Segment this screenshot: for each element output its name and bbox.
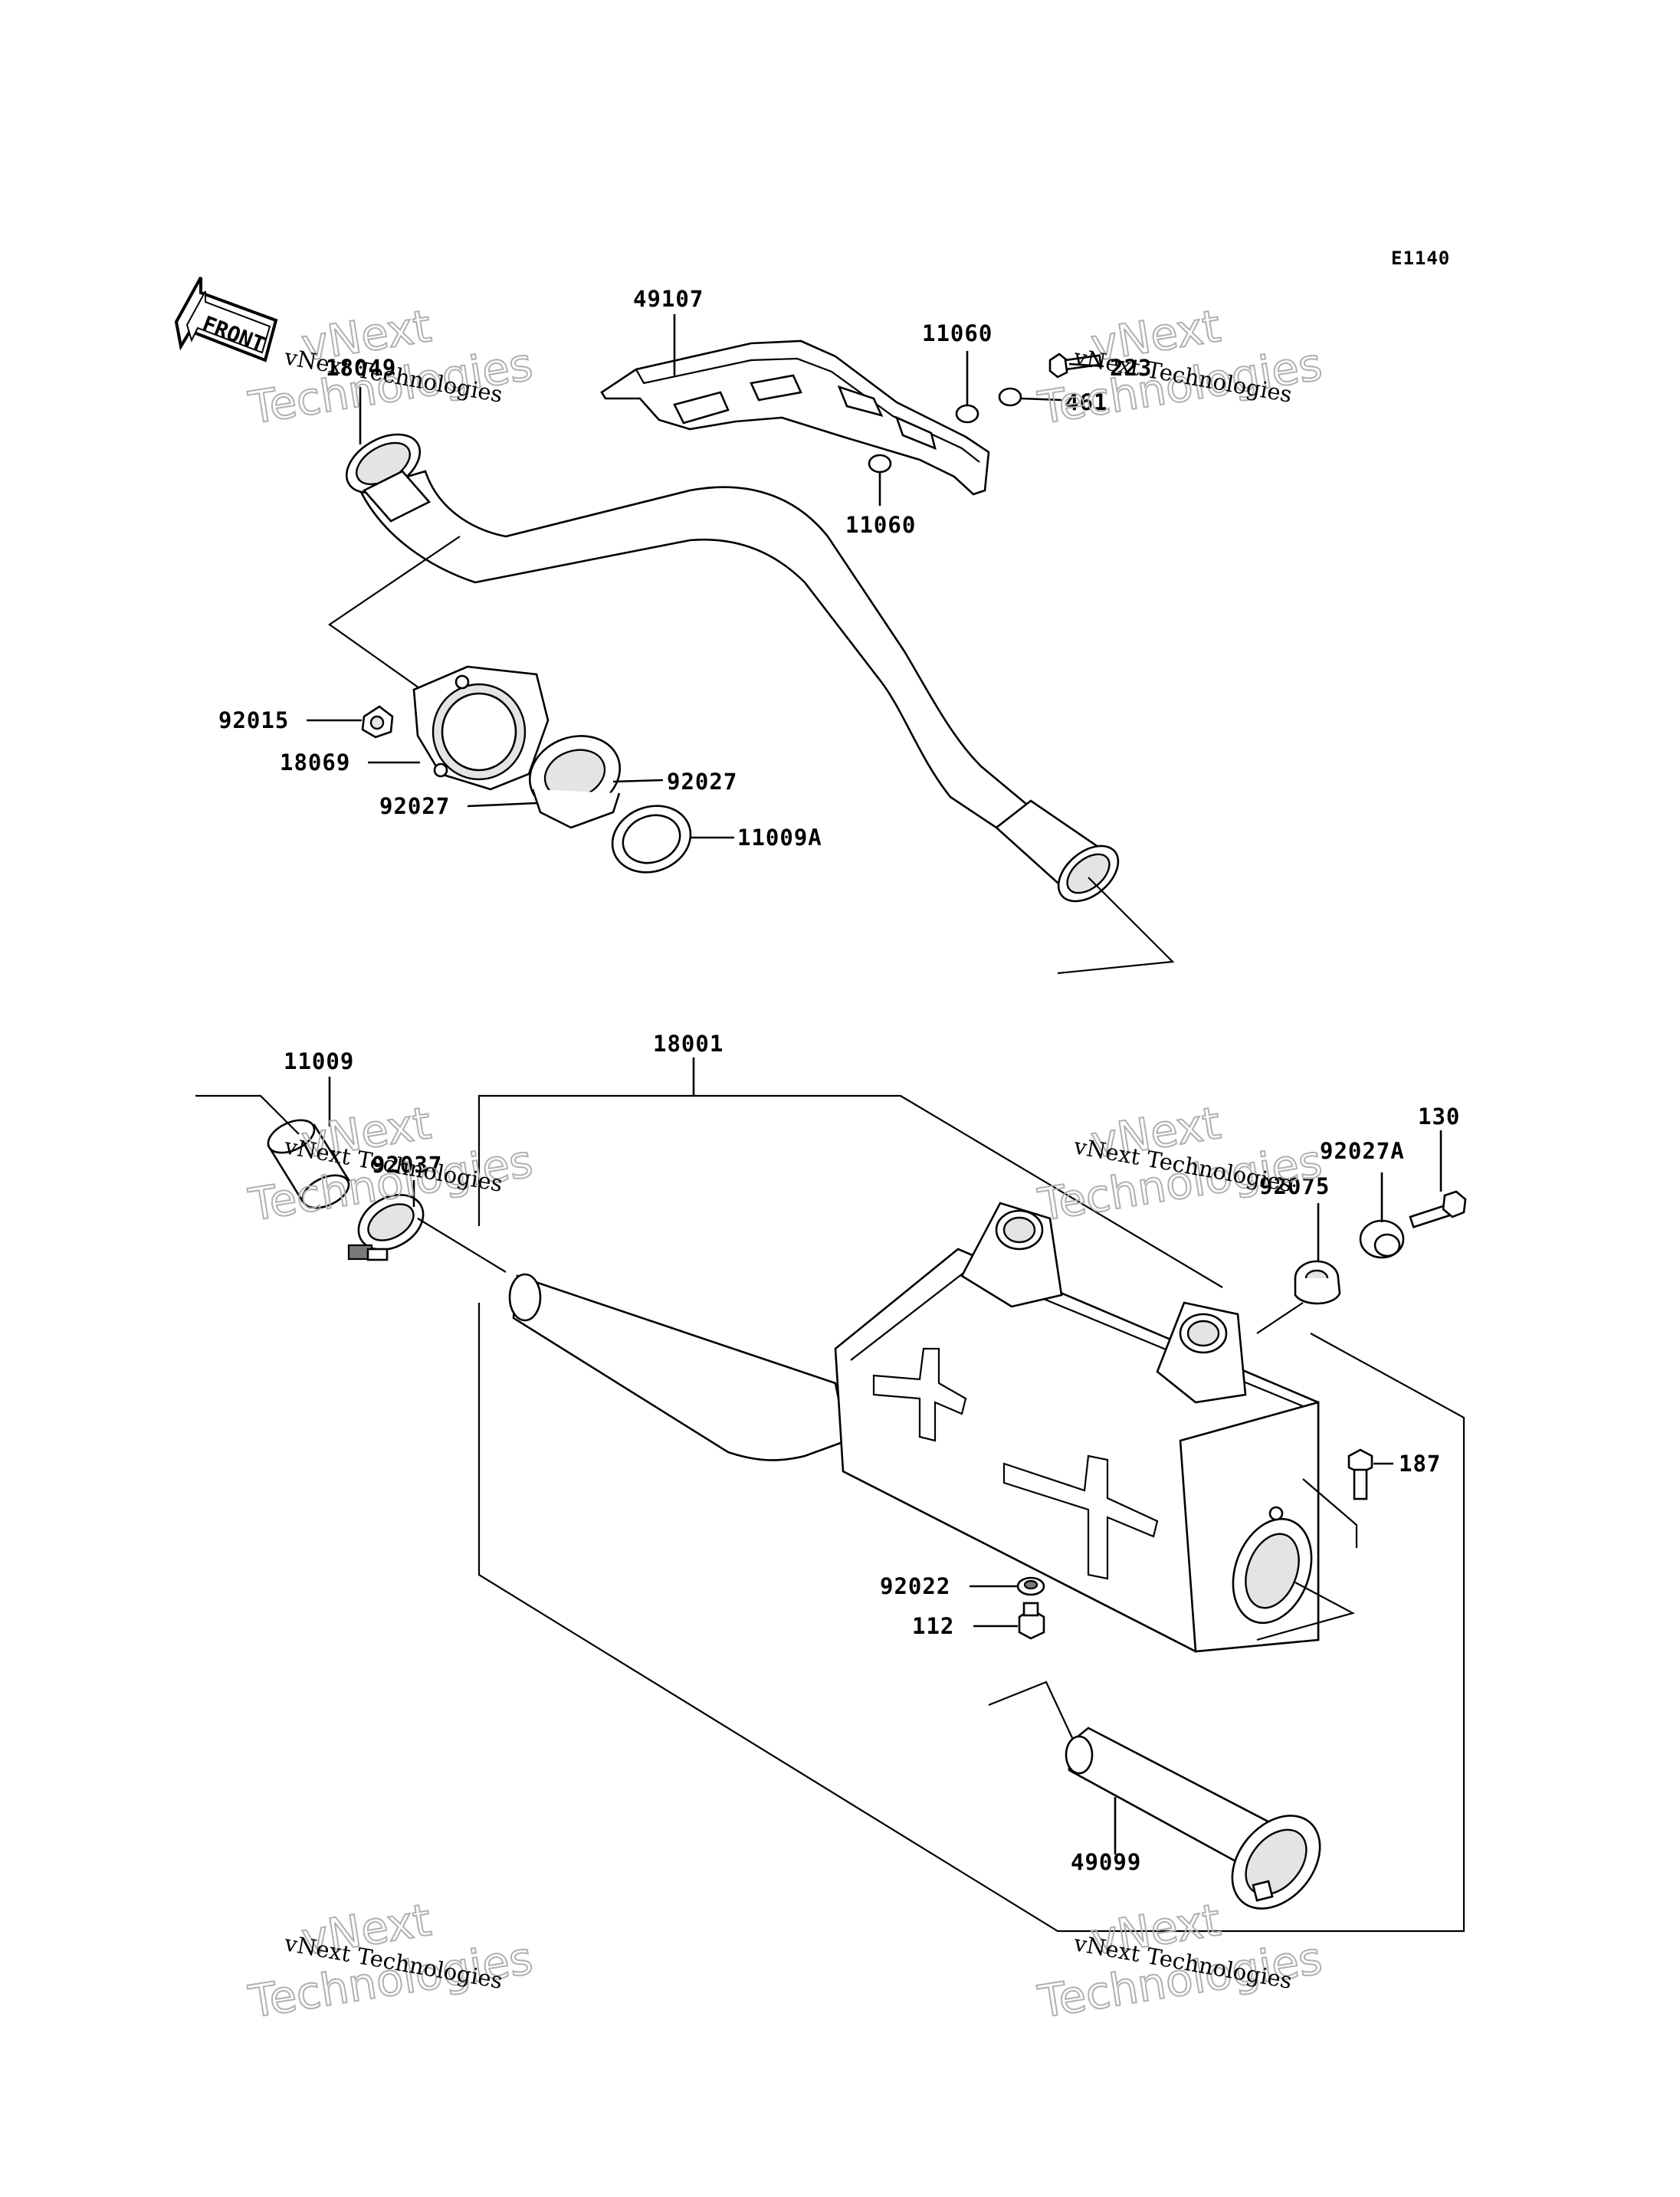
muffler-18001 [508,1202,1320,1653]
label-49099: 49099 [1071,1849,1141,1875]
bolt187-ref-line [1302,1478,1358,1548]
label-18069: 18069 [280,749,350,776]
label-92037: 92037 [372,1152,442,1178]
label-92027-right: 92027 [667,769,737,795]
flange-18069 [412,665,550,791]
arrester-ref-line [988,1681,1074,1740]
diagram-code: E1140 [1391,248,1450,269]
washer-92022 [1016,1576,1045,1596]
pipe-ref-line [1057,877,1175,975]
label-92075: 92075 [1259,1173,1330,1199]
nut-92015 [361,705,394,739]
label-187: 187 [1399,1451,1441,1477]
label-49107: 49107 [633,286,704,312]
label-18049: 18049 [326,355,396,381]
muffler-frame-bottom [477,1303,1465,1933]
label-11060-bottom: 11060 [845,512,916,538]
collar-92027 [528,735,622,829]
washer-461 [998,387,1022,407]
plug-112 [1018,1602,1045,1640]
bolt-187 [1347,1448,1373,1500]
leader-223 [1068,362,1104,368]
label-112: 112 [912,1613,954,1639]
bolt-223 [1048,353,1102,379]
label-461: 461 [1065,389,1107,415]
spark-arrester-49099 [1065,1726,1321,1910]
label-18001: 18001 [653,1031,724,1057]
label-11009: 11009 [284,1048,354,1074]
label-92027A: 92027A [1320,1138,1405,1164]
washer-11060-top [955,404,979,424]
front-arrow-icon: FRONT [174,277,278,362]
clamp-92037 [347,1194,425,1261]
rubber-92075 [1294,1260,1341,1305]
leader-461 [1020,397,1062,402]
label-92022: 92022 [880,1573,950,1599]
label-130: 130 [1418,1103,1460,1130]
label-223: 223 [1110,355,1152,381]
collar-92027A [1359,1219,1405,1259]
leader-92027-left [467,802,537,808]
flange-ref-line [328,536,461,690]
label-11060-top: 11060 [922,320,993,346]
label-92015: 92015 [218,707,289,733]
gasket-11009A [611,805,692,874]
heat-guard-49107 [600,339,990,496]
label-11009A: 11009A [737,825,822,851]
leader-92027-right [612,779,664,783]
rubber-ref-line [1256,1302,1304,1334]
gasket-ref-line [195,1094,300,1135]
label-92027-left: 92027 [379,793,450,819]
washer-11060-bottom [868,454,892,474]
head-pipe-18049 [345,433,1120,903]
gasket-11009 [267,1119,350,1209]
clamp-ref-line [417,1218,507,1273]
muffler-frame-top [477,1094,1223,1288]
outlet-ref-line [1256,1582,1355,1641]
bolt-130 [1409,1190,1467,1228]
